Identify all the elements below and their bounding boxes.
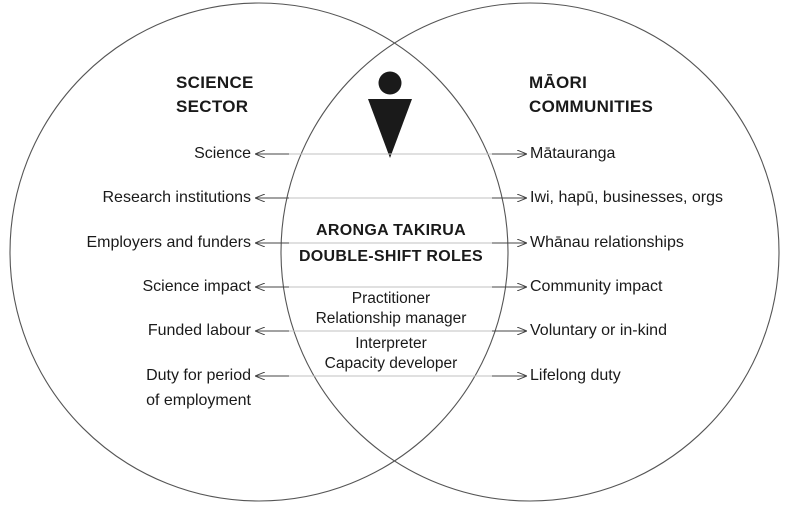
- person-icon: [368, 71, 412, 158]
- left-item-funded-labour: Funded labour: [147, 322, 251, 339]
- role-interpreter: Interpreter: [355, 335, 427, 352]
- left-heading-line1: SCIENCE: [176, 73, 254, 92]
- right-item-voluntary: Voluntary or in-kind: [530, 322, 667, 339]
- left-item-science: Science: [194, 145, 251, 162]
- right-item-whanau: Whānau relationships: [530, 234, 684, 251]
- right-heading-line2: COMMUNITIES: [529, 97, 654, 116]
- center-heading-line2: DOUBLE-SHIFT ROLES: [298, 248, 484, 265]
- left-item-science-impact: Science impact: [142, 278, 252, 295]
- left-item-research-institutions: Research institutions: [102, 189, 251, 206]
- arrows: [256, 154, 526, 376]
- role-practitioner: Practitioner: [351, 290, 431, 307]
- left-item-duty-line2: of employment: [146, 392, 251, 409]
- science-sector-circle: [9, 2, 509, 502]
- maori-communities-circle: [280, 2, 780, 502]
- left-item-duty-line1: Duty for period: [146, 367, 251, 384]
- right-item-iwi-hapu: Iwi, hapū, businesses, orgs: [530, 189, 723, 206]
- center-heading-line1: ARONGA TAKIRUA: [316, 222, 466, 239]
- right-item-community-impact: Community impact: [530, 278, 663, 295]
- role-capacity-developer: Capacity developer: [324, 355, 458, 372]
- role-relationship-manager: Relationship manager: [315, 310, 467, 327]
- left-heading-line2: SECTOR: [176, 97, 249, 116]
- right-heading-line1: MĀORI: [529, 73, 588, 92]
- left-item-employers-funders: Employers and funders: [86, 234, 251, 251]
- right-item-matauranga: Mātauranga: [530, 145, 616, 162]
- right-item-lifelong-duty: Lifelong duty: [530, 367, 621, 384]
